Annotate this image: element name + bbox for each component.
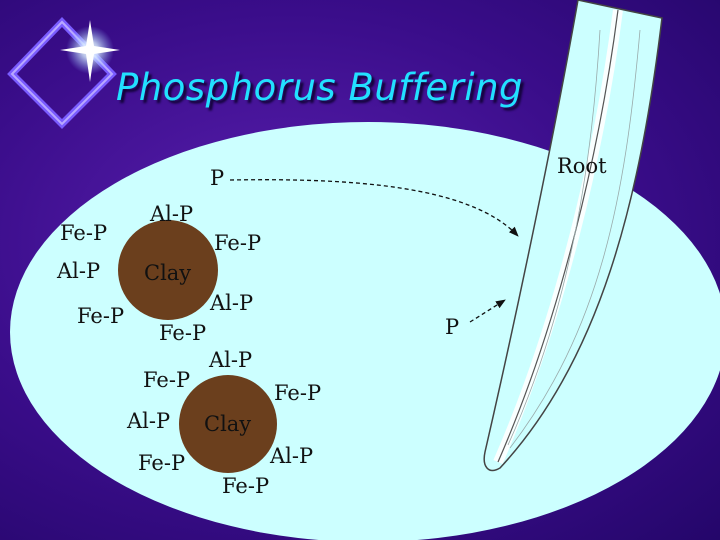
clay-particle-2: [179, 375, 277, 473]
sparkle-star-icon: [60, 20, 120, 82]
fe-p-label: Fe-P: [143, 368, 191, 392]
fe-p-label: Fe-P: [274, 381, 322, 405]
clay-label: Clay: [204, 412, 252, 436]
al-p-label: Al-P: [127, 409, 171, 433]
al-p-label: Al-P: [209, 348, 253, 372]
root-shape: [483, 0, 663, 472]
al-p-label: Al-P: [57, 259, 101, 283]
slide-title: Phosphorus Buffering: [116, 66, 524, 109]
root-label: Root: [557, 154, 607, 178]
clay-label: Clay: [144, 261, 192, 285]
fe-p-label: Fe-P: [77, 304, 125, 328]
fe-p-label: Fe-P: [159, 321, 207, 345]
fe-p-label: Fe-P: [138, 451, 186, 475]
al-p-label: Al-P: [210, 291, 254, 315]
clay-particle-1: [118, 220, 218, 320]
al-p-label: Al-P: [150, 202, 194, 226]
al-p-label: Al-P: [270, 444, 314, 468]
fe-p-label: Fe-P: [214, 231, 262, 255]
fe-p-label: Fe-P: [222, 474, 270, 498]
arrow-soil-p-to-root: [229, 179, 519, 237]
soil-p-label: P: [210, 166, 225, 190]
root-p-label: P: [445, 315, 460, 339]
fe-p-label: Fe-P: [60, 221, 108, 245]
